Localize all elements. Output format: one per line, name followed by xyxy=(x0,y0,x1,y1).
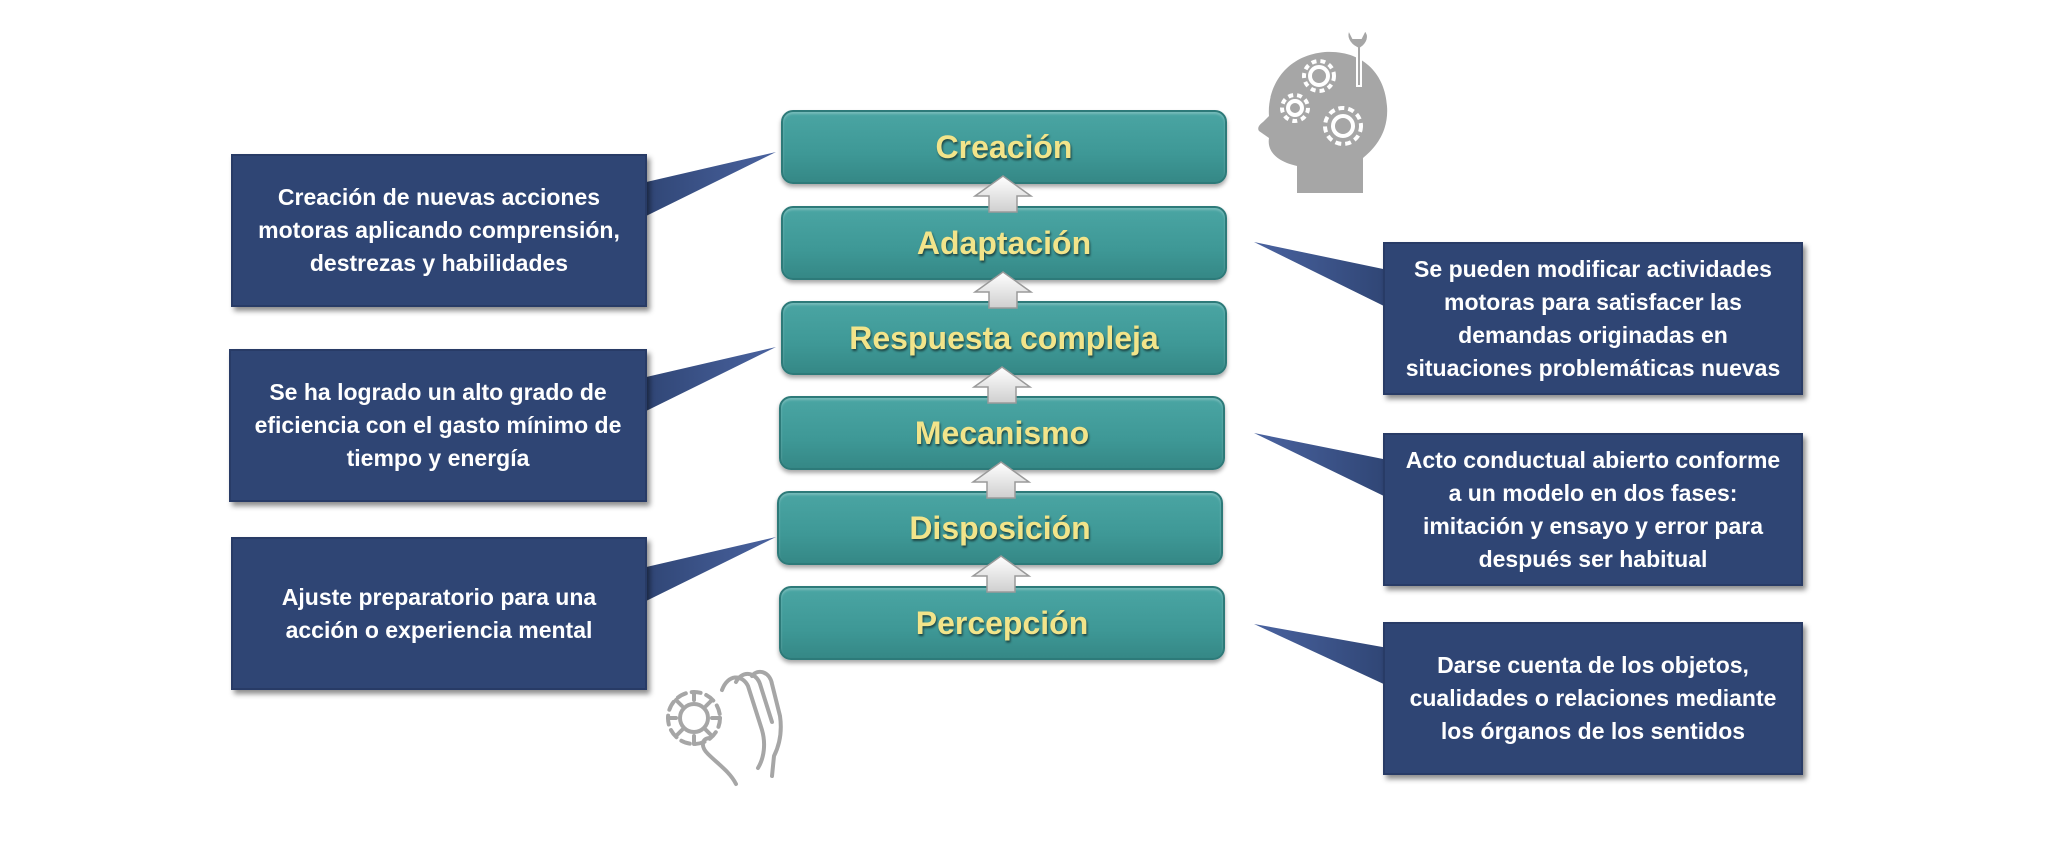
callout-text: Ajuste preparatorio para una acción o ex… xyxy=(281,583,597,643)
callout-text: Creación de nuevas acciones motoras apli… xyxy=(258,184,620,276)
level-disposicion: Disposición xyxy=(777,491,1223,565)
callout-adaptacion: Se pueden modificar actividades motoras … xyxy=(1383,242,1803,395)
callout-creacion: Creación de nuevas acciones motoras apli… xyxy=(231,154,647,307)
level-label: Creación xyxy=(935,128,1073,165)
pointer-percepcion xyxy=(1254,624,1388,686)
level-label: Mecanismo xyxy=(914,414,1090,451)
level-percepcion: Percepción xyxy=(779,586,1225,660)
callout-text: Darse cuenta de los objetos, cualidades … xyxy=(1409,652,1777,744)
callout-respuesta-compleja: Se ha logrado un alto grado de eficienci… xyxy=(229,349,647,502)
level-mecanismo: Mecanismo xyxy=(779,396,1225,470)
pointer-adaptacion xyxy=(1254,242,1388,308)
level-label: Adaptación xyxy=(916,224,1092,261)
callout-mecanismo: Acto conductual abierto conforme a un mo… xyxy=(1383,433,1803,586)
level-label: Disposición xyxy=(909,509,1091,546)
pointer-creacion xyxy=(642,152,776,218)
callout-text: Se ha logrado un alto grado de eficienci… xyxy=(254,379,622,471)
hand-gear-icon xyxy=(666,669,783,786)
callout-text: Se pueden modificar actividades motoras … xyxy=(1405,255,1781,381)
level-respuesta-compleja: Respuesta compleja xyxy=(781,301,1227,375)
pointer-mecanismo xyxy=(1254,433,1388,498)
level-adaptacion: Adaptación xyxy=(781,206,1227,280)
pointer-respuesta-compleja xyxy=(642,347,776,413)
callout-disposicion: Ajuste preparatorio para una acción o ex… xyxy=(231,537,647,690)
level-label: Percepción xyxy=(915,604,1089,641)
pointer-disposicion xyxy=(642,537,776,603)
callout-text: Acto conductual abierto conforme a un mo… xyxy=(1405,446,1781,572)
level-creacion: Creación xyxy=(781,110,1227,184)
head-gears-wrench-icon xyxy=(1258,28,1388,193)
level-label: Respuesta compleja xyxy=(849,319,1159,356)
callout-percepcion: Darse cuenta de los objetos, cualidades … xyxy=(1383,622,1803,775)
